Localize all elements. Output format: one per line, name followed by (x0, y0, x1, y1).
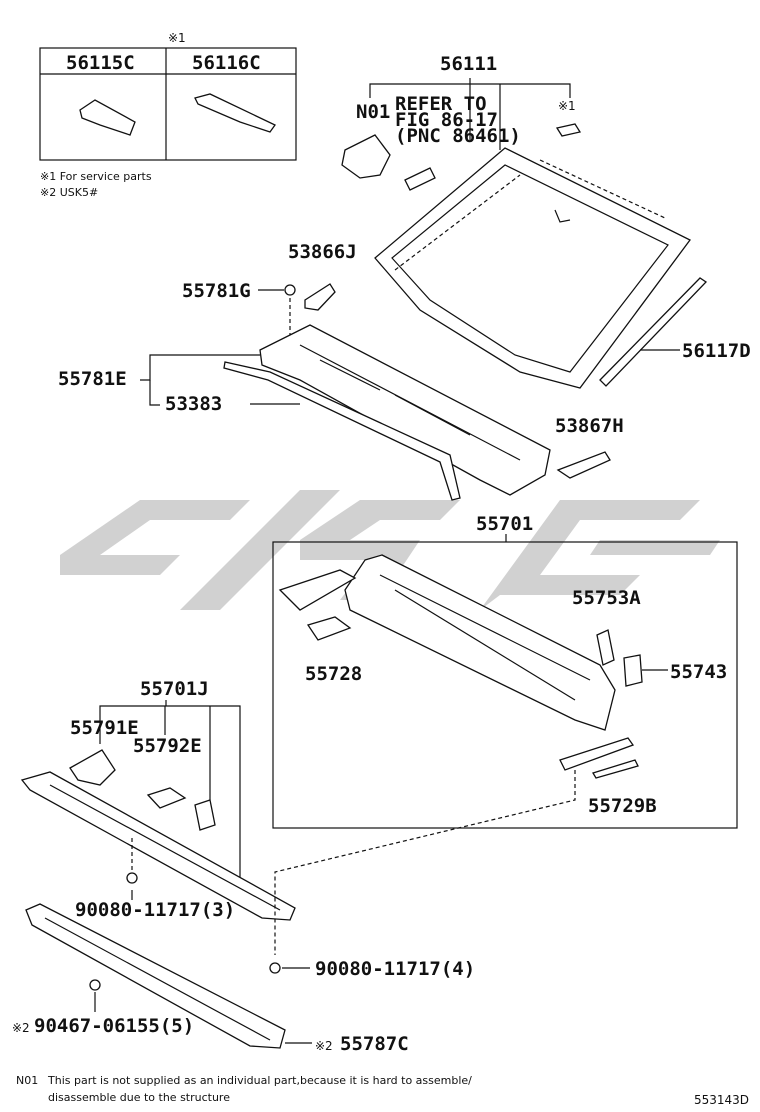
label-90080-3: 90080-11717(3) (75, 899, 235, 921)
ref-line-2: FIG 86-17 (395, 109, 498, 131)
clip-90467 (89, 979, 101, 991)
label-mark2a: ※2 (12, 1021, 30, 1035)
part-55743 (623, 654, 643, 687)
lower-panel-55787c (25, 903, 286, 1049)
bolt-90080-3 (126, 872, 138, 884)
label-mark1: ※1 (558, 99, 576, 113)
label-90080-4: 90080-11717(4) (315, 958, 475, 980)
molding-part (599, 277, 708, 387)
label-55781g: 55781G (182, 280, 251, 302)
label-55791e: 55791E (70, 717, 139, 739)
label-55792e: 55792E (133, 735, 202, 757)
ref-line-1: REFER TO (395, 93, 487, 115)
clip-55781g (284, 284, 296, 296)
legend-note-1: ※1 For service parts (40, 170, 152, 183)
watermark-logo (60, 490, 720, 610)
seal-53383 (223, 361, 461, 501)
label-56111: 56111 (440, 53, 497, 75)
part-53866j (304, 283, 336, 311)
harness-part (404, 167, 436, 191)
table-col-56115c: 56115C (66, 52, 135, 74)
service-parts-table: ※1 56115C 56116C (39, 31, 297, 161)
part-55728 (306, 616, 352, 641)
part-55792e (146, 787, 187, 809)
part-55791e (69, 749, 116, 786)
label-55701: 55701 (476, 513, 533, 535)
cowl-side-panel-55701j (20, 771, 296, 921)
bolt-90080-4 (269, 962, 281, 974)
table-frame (39, 47, 297, 161)
drawing-code: 553143D (694, 1093, 749, 1107)
label-mark2b: ※2 (315, 1039, 333, 1053)
label-55781e: 55781E (58, 368, 127, 390)
part-55729b-upper (559, 737, 635, 771)
label-55753a: 55753A (572, 587, 641, 609)
mirror-pad-part (555, 123, 582, 137)
footnote-code: N01 (16, 1074, 38, 1087)
part-56116c-drawing (194, 93, 276, 133)
part-56115c-drawing (79, 99, 136, 136)
part-55729b (592, 759, 639, 779)
cowl-louver-part (259, 324, 551, 496)
label-56117d: 56117D (682, 340, 751, 362)
box-55701 (272, 541, 738, 829)
label-55743: 55743 (670, 661, 727, 683)
label-53867h: 53867H (555, 415, 624, 437)
cowl-panel-55701 (344, 554, 616, 731)
label-53383: 53383 (165, 393, 222, 415)
part-53867h (556, 451, 611, 479)
footnote-line-2: disassemble due to the structure (48, 1091, 230, 1104)
footnote-line-1: This part is not supplied as an individu… (47, 1074, 472, 1087)
label-55728: 55728 (305, 663, 362, 685)
sensor-bracket-part (341, 134, 391, 179)
ref-line-3: (PNC 86461) (395, 125, 521, 147)
legend-note-2: ※2 USK5# (40, 186, 98, 199)
label-90467: 90467-06155(5) (34, 1015, 194, 1037)
part-55753a (596, 629, 615, 666)
table-col-56116c: 56116C (192, 52, 261, 74)
label-55787c: 55787C (340, 1033, 409, 1055)
label-55701j: 55701J (140, 678, 209, 700)
label-n01: N01 (356, 101, 390, 123)
label-55729b: 55729B (588, 795, 657, 817)
table-mark: ※1 (168, 31, 186, 45)
label-53866j: 53866J (288, 241, 357, 263)
windshield-glass (374, 147, 691, 389)
part-55728-upper (278, 569, 357, 611)
clip-part (194, 799, 216, 831)
